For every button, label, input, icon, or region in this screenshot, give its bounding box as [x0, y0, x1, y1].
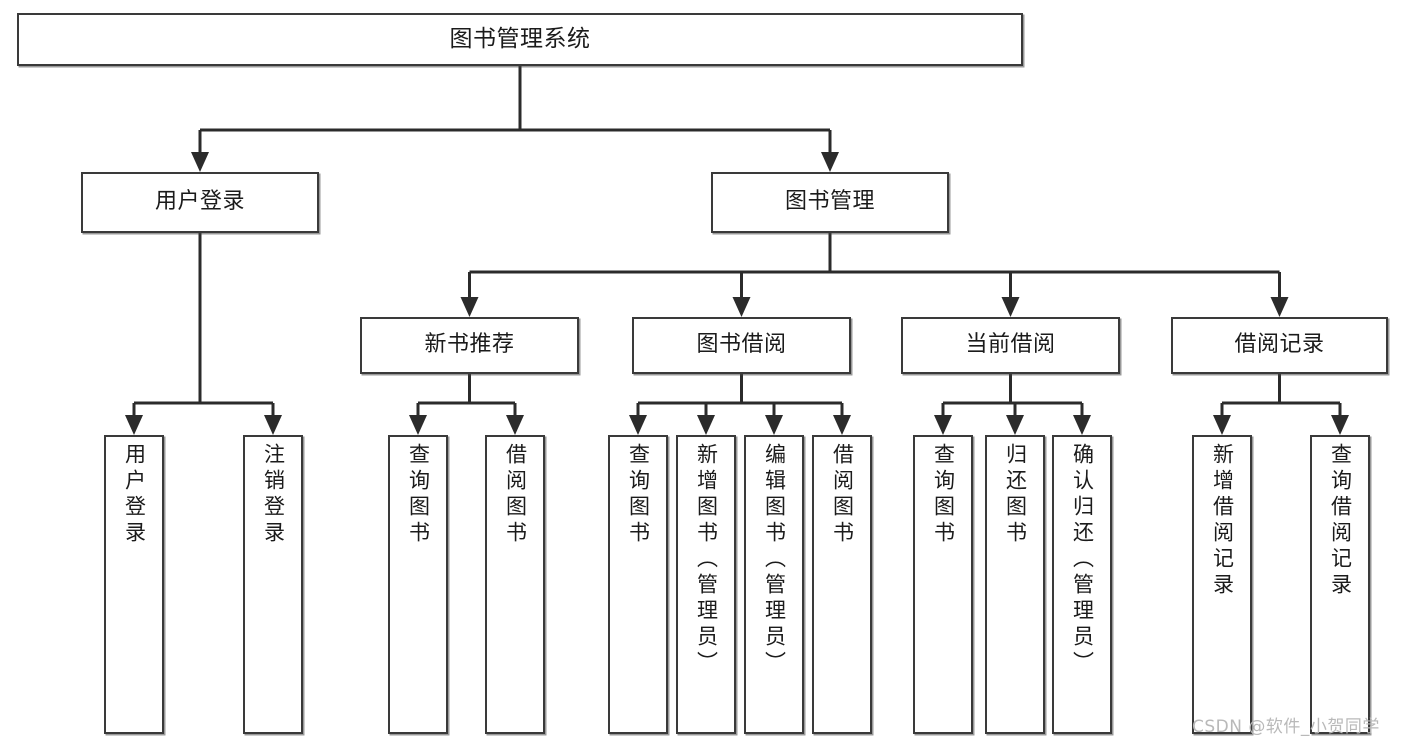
- node-label-leaf-confirm-return: 确认归还（管理员）: [1070, 443, 1095, 677]
- arrowhead-leaf-user-login: [125, 415, 143, 435]
- node-borrow-record[interactable]: 借阅记录: [1171, 317, 1388, 374]
- arrowhead-leaf-query-book-1: [409, 415, 427, 435]
- arrowhead-leaf-add-record: [1213, 415, 1231, 435]
- node-leaf-query-record[interactable]: 查询借阅记录: [1310, 435, 1370, 734]
- node-new-book-recommend[interactable]: 新书推荐: [360, 317, 579, 374]
- arrowhead-book-manage: [821, 152, 839, 172]
- node-label-leaf-logout-login: 注销登录: [261, 443, 286, 547]
- arrowhead-leaf-query-record: [1331, 415, 1349, 435]
- node-label-user-login: 用户登录: [154, 189, 245, 215]
- arrowhead-user-login: [191, 152, 209, 172]
- arrowhead-new-book-recommend: [460, 297, 479, 317]
- node-current-borrow[interactable]: 当前借阅: [901, 317, 1120, 374]
- arrowhead-leaf-query-book-2: [629, 415, 647, 435]
- node-label-leaf-borrow-book-1: 借阅图书: [503, 443, 528, 547]
- node-leaf-add-record[interactable]: 新增借阅记录: [1192, 435, 1252, 734]
- node-label-leaf-add-book: 新增图书（管理员）: [694, 443, 719, 677]
- arrowhead-leaf-borrow-book-1: [506, 415, 524, 435]
- node-leaf-return-book[interactable]: 归还图书: [985, 435, 1045, 734]
- node-label-leaf-return-book: 归还图书: [1003, 443, 1028, 547]
- node-user-login[interactable]: 用户登录: [81, 172, 319, 233]
- node-label-book-borrow: 图书借阅: [696, 332, 787, 358]
- arrowhead-leaf-edit-book: [765, 415, 783, 435]
- node-label-leaf-query-book-2: 查询图书: [626, 443, 651, 547]
- node-book-manage[interactable]: 图书管理: [711, 172, 949, 233]
- node-label-leaf-borrow-book-2: 借阅图书: [830, 443, 855, 547]
- node-label-book-manage: 图书管理: [784, 189, 875, 215]
- node-label-leaf-query-record: 查询借阅记录: [1328, 443, 1353, 599]
- node-root[interactable]: 图书管理系统: [17, 13, 1023, 66]
- arrowhead-leaf-add-book: [697, 415, 715, 435]
- node-leaf-user-login[interactable]: 用户登录: [104, 435, 164, 734]
- arrowhead-leaf-query-book-3: [934, 415, 952, 435]
- node-label-new-book-recommend: 新书推荐: [424, 332, 515, 358]
- arrowhead-book-borrow: [732, 297, 751, 317]
- arrowhead-current-borrow: [1001, 297, 1020, 317]
- node-leaf-confirm-return[interactable]: 确认归还（管理员）: [1052, 435, 1112, 734]
- node-label-leaf-add-record: 新增借阅记录: [1210, 443, 1235, 599]
- node-leaf-query-book-2[interactable]: 查询图书: [608, 435, 668, 734]
- arrowhead-leaf-borrow-book-2: [833, 415, 851, 435]
- node-leaf-edit-book[interactable]: 编辑图书（管理员）: [744, 435, 804, 734]
- node-leaf-query-book-3[interactable]: 查询图书: [913, 435, 973, 734]
- arrowhead-leaf-confirm-return: [1073, 415, 1091, 435]
- watermark-label: CSDN @软件_小贺同学: [1192, 717, 1380, 737]
- node-label-leaf-query-book-3: 查询图书: [931, 443, 956, 547]
- arrowhead-leaf-return-book: [1006, 415, 1024, 435]
- arrowhead-borrow-record: [1270, 297, 1289, 317]
- node-label-leaf-user-login: 用户登录: [122, 443, 147, 547]
- node-label-root: 图书管理系统: [449, 25, 591, 52]
- node-book-borrow[interactable]: 图书借阅: [632, 317, 851, 374]
- node-leaf-add-book[interactable]: 新增图书（管理员）: [676, 435, 736, 734]
- node-leaf-borrow-book-1[interactable]: 借阅图书: [485, 435, 545, 734]
- node-leaf-logout-login[interactable]: 注销登录: [243, 435, 303, 734]
- arrowhead-leaf-logout-login: [264, 415, 282, 435]
- node-label-leaf-edit-book: 编辑图书（管理员）: [762, 443, 787, 677]
- node-leaf-borrow-book-2[interactable]: 借阅图书: [812, 435, 872, 734]
- node-label-borrow-record: 借阅记录: [1234, 332, 1325, 358]
- node-label-leaf-query-book-1: 查询图书: [406, 443, 431, 547]
- node-label-current-borrow: 当前借阅: [965, 332, 1056, 358]
- node-leaf-query-book-1[interactable]: 查询图书: [388, 435, 448, 734]
